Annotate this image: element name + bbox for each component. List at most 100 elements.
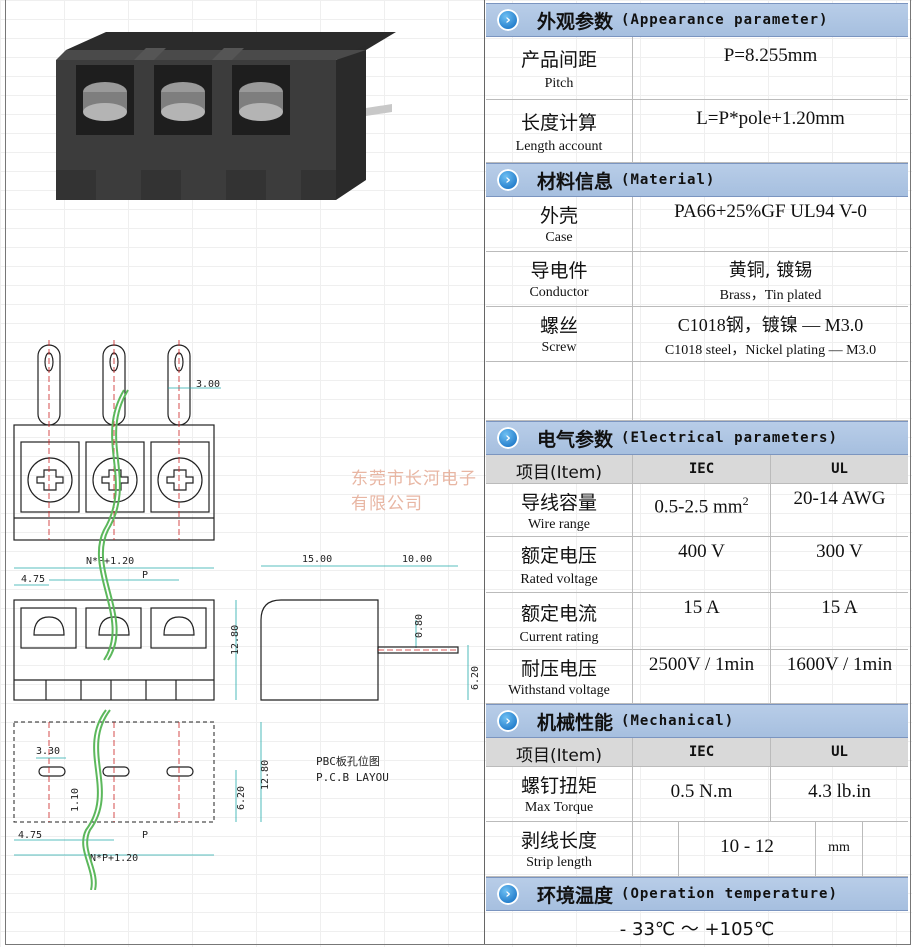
value-ul: 20-14 AWG (793, 488, 886, 509)
pcb-label: PBC板孔位图 P.C.B LAYOU (316, 754, 389, 786)
dim-3-00: 3.00 (196, 379, 220, 390)
value: P=8.255mm (723, 45, 818, 66)
section-title-zh: 外观参数 (537, 10, 614, 33)
label-zh: 螺钉扭矩 (520, 775, 597, 797)
value-iec: 2500V / 1min (648, 654, 755, 675)
temperature-value: - 33℃ ～ +105℃ (619, 919, 775, 940)
row-current-rating: 额定电流 Current rating 15 A 15 A (486, 593, 908, 650)
screw-3 (239, 82, 283, 121)
dim-6-20: 6.20 (470, 666, 481, 690)
label-zh: 导线容量 (520, 492, 597, 514)
row-case: 外壳 Case PA66+25%GF UL94 V-0 (486, 197, 908, 252)
arrow-icon: › (497, 883, 519, 905)
row-screw: 螺丝 Screw C1018钢，镀镍 — M3.0 C1018 steel，Ni… (486, 307, 908, 362)
label-zh: 额定电压 (520, 545, 597, 567)
panel-divider (484, 0, 485, 944)
mechanical-header-row: 项目(Item) IEC UL (486, 738, 908, 767)
dim-15-00: 15.00 (302, 554, 332, 565)
technical-drawing: 3.00 N*P+1.20 4.75 P 12.80 (13, 340, 481, 890)
pcb-label-en: P.C.B LAYOU (316, 771, 389, 784)
value-iec: 15 A (683, 597, 720, 618)
dim-1-10: 1.10 (70, 788, 81, 812)
section-title-en: (Material) (621, 172, 716, 188)
dim-pb: P (142, 830, 148, 841)
pcb-label-zh: PBC板孔位图 (316, 755, 380, 768)
header-iec: IEC (688, 461, 715, 477)
value-iec: 0.5 N.m (670, 781, 733, 802)
section-title-zh: 机械性能 (537, 711, 614, 734)
row-rated-voltage: 额定电压 Rated voltage 400 V 300 V (486, 537, 908, 593)
row-conductor: 导电件 Conductor 黄铜, 镀锡 Brass，Tin plated (486, 252, 908, 307)
value-iec: 0.5-2.5 mm (654, 496, 743, 518)
value-strip: 10 - 12 (679, 822, 816, 876)
value-ul: 4.3 lb.in (808, 781, 871, 802)
value-iec: 400 V (678, 541, 725, 562)
arrow-icon: › (497, 9, 519, 31)
dim-6-20b: 6.20 (236, 786, 247, 810)
dim-4-75: 4.75 (21, 574, 45, 585)
arrow-icon: › (497, 710, 519, 732)
value-zh: C1018钢，镀镍 — M3.0 (677, 315, 864, 335)
label-en: Max Torque (524, 800, 594, 815)
dim-0-80: 0.80 (414, 614, 425, 638)
label-en: Pitch (544, 76, 574, 91)
section-title-zh: 材料信息 (537, 170, 614, 193)
sheet-frame (5, 0, 911, 945)
label-zh: 长度计算 (520, 112, 597, 134)
screw-1 (83, 82, 127, 121)
dim-np-bottom: N*P+1.20 (90, 853, 138, 864)
label-zh: 产品间距 (520, 49, 597, 71)
spec-table: › 外观参数 (Appearance parameter) 产品间距 Pitch… (486, 3, 908, 941)
arrow-icon: › (497, 427, 519, 449)
label-zh: 耐压电压 (520, 658, 597, 680)
row-empty (486, 362, 908, 421)
value-en: C1018 steel，Nickel plating — M3.0 (664, 343, 877, 358)
value-unit: mm (816, 822, 863, 876)
value-en: Brass，Tin plated (719, 288, 822, 303)
value-ul: 1600V / 1min (786, 654, 893, 675)
row-wire-range: 导线容量 Wire range 0.5-2.5 mm2 20-14 AWG (486, 484, 908, 537)
value-ul: 15 A (821, 597, 858, 618)
row-max-torque: 螺钉扭矩 Max Torque 0.5 N.m 4.3 lb.in (486, 767, 908, 822)
value-zh: 黄铜, 镀锡 (728, 260, 813, 281)
header-ul: UL (831, 744, 848, 760)
electrical-header-row: 项目(Item) IEC UL (486, 455, 908, 484)
label-zh: 剥线长度 (520, 830, 597, 852)
value-ul: 300 V (816, 541, 863, 562)
value: PA66+25%GF UL94 V-0 (674, 201, 867, 222)
section-title-en: (Electrical parameters) (621, 430, 838, 446)
dim-4-75b: 4.75 (18, 830, 42, 841)
section-title-zh: 环境温度 (537, 884, 614, 907)
row-strip-length: 剥线长度 Strip length 10 - 12 mm (486, 822, 908, 877)
label-en: Length account (515, 139, 603, 154)
label-en: Strip length (526, 855, 592, 870)
dim-12-80b: 12.80 (260, 760, 271, 790)
section-environment: › 环境温度 (Operation temperature) (486, 877, 908, 911)
header-item: 项目(Item) (516, 463, 602, 483)
section-material: › 材料信息 (Material) (486, 163, 908, 197)
section-electrical: › 电气参数 (Electrical parameters) (486, 421, 908, 455)
dim-3-30: 3.30 (36, 746, 60, 757)
value-iec-sup: 2 (742, 494, 749, 508)
label-zh: 螺丝 (539, 315, 578, 337)
label-en: Current rating (519, 630, 599, 645)
screw-2 (161, 82, 205, 121)
row-pitch: 产品间距 Pitch P=8.255mm (486, 37, 908, 100)
row-withstand-voltage: 耐压电压 Withstand voltage 2500V / 1min 1600… (486, 650, 908, 704)
section-title-en: (Appearance parameter) (621, 12, 829, 28)
label-zh: 外壳 (539, 205, 578, 227)
dim-12-80: 12.80 (230, 625, 241, 655)
label-zh: 导电件 (530, 260, 588, 282)
row-length: 长度计算 Length account L=P*pole+1.20mm (486, 100, 908, 163)
section-appearance: › 外观参数 (Appearance parameter) (486, 3, 908, 37)
dim-10-00: 10.00 (402, 554, 432, 565)
section-title-en: (Operation temperature) (621, 886, 838, 902)
dim-p: P (142, 570, 148, 581)
label-en: Conductor (529, 285, 589, 300)
header-item: 项目(Item) (516, 746, 602, 766)
section-title-zh: 电气参数 (537, 428, 614, 451)
section-title-en: (Mechanical) (621, 713, 735, 729)
left-panel: 东莞市长河电子有限公司 (6, 0, 484, 944)
label-en: Withstand voltage (508, 683, 610, 698)
label-en: Wire range (527, 517, 590, 532)
